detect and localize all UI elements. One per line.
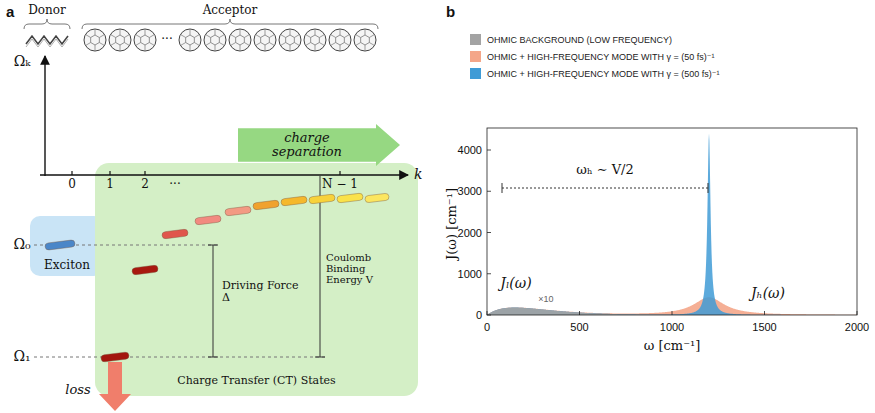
- axis-title: ω [cm⁻¹]: [644, 339, 701, 353]
- legend-swatch: [470, 34, 481, 45]
- region-label: Charge Transfer (CT) States: [95, 375, 418, 387]
- panel-letter: a: [6, 4, 14, 21]
- group-brace: [24, 19, 378, 29]
- frequency-gap-marker: [502, 183, 708, 193]
- arrow-label: charge separation: [238, 131, 376, 158]
- legend-swatch: [470, 51, 481, 62]
- tick-label: 1: [106, 178, 114, 191]
- energy-axis: [44, 56, 45, 176]
- tick-label: 1000: [458, 268, 482, 280]
- axis-ticks: [487, 150, 857, 315]
- group-label: Acceptor: [203, 4, 258, 17]
- legend-swatch: [470, 68, 481, 79]
- spectral-density-curves: [487, 133, 857, 315]
- legend-text: OHMIC + HIGH-FREQUENCY MODE WITH γ = (50…: [487, 52, 715, 62]
- tick-label: 2000: [845, 321, 869, 333]
- site-ticks: [72, 171, 340, 175]
- ellipsis: ···: [161, 33, 172, 46]
- tick-label: 4000: [458, 144, 482, 156]
- arrow-fill: [238, 124, 400, 166]
- tick-label: 3000: [458, 185, 482, 197]
- panel-letter: b: [446, 4, 455, 21]
- tick-label: 1500: [752, 321, 776, 333]
- legend-entry: OHMIC + HIGH-FREQUENCY MODE WITH γ = (50…: [470, 51, 715, 62]
- plot-frame: [487, 128, 857, 315]
- legend-entry: OHMIC BACKGROUND (LOW FREQUENCY): [470, 34, 672, 45]
- bracket-label: Coulomb Binding Energy V: [326, 252, 402, 285]
- level-label: Ω₁: [13, 349, 30, 364]
- loss-arrow: [99, 362, 131, 411]
- bracket-label: Driving Force Δ: [222, 280, 302, 304]
- axis-label: Ωₖ: [14, 54, 31, 69]
- loss-label: loss: [65, 383, 90, 397]
- legend-entry: OHMIC + HIGH-FREQUENCY MODE WITH γ = (50…: [470, 68, 720, 79]
- region-label: Exciton: [30, 259, 104, 272]
- tick-label: 0: [484, 321, 490, 333]
- level-label: Ω₀: [13, 237, 30, 252]
- site-axis: [40, 174, 408, 175]
- molecule-row: [26, 29, 376, 51]
- ct-level-line: [34, 357, 325, 358]
- legend-text: OHMIC BACKGROUND (LOW FREQUENCY): [487, 35, 672, 45]
- tick-label: ···: [169, 178, 180, 191]
- scale-note: ×10: [538, 295, 553, 305]
- tick-label: 500: [570, 321, 588, 333]
- tick-label: 0: [68, 178, 76, 191]
- tick-label: 2000: [458, 226, 482, 238]
- curve-label: Jₗ(ω): [500, 276, 531, 291]
- tick-label: 2: [141, 178, 149, 191]
- annotation: ωₕ ∼ V/2: [576, 163, 633, 177]
- axis-title: J(ω) [cm⁻¹]: [445, 188, 459, 260]
- tick-label: 1000: [660, 321, 684, 333]
- axis-label: k: [414, 167, 422, 182]
- driving-force-bracket: [208, 245, 218, 357]
- curve-label: Jₕ(ω): [751, 286, 785, 301]
- legend-text: OHMIC + HIGH-FREQUENCY MODE WITH γ = (50…: [487, 69, 720, 79]
- tick-label: N − 1: [322, 178, 358, 191]
- tick-label: 0: [476, 309, 482, 321]
- separation-arrow: charge separation: [238, 124, 400, 166]
- group-label: Donor: [28, 4, 66, 17]
